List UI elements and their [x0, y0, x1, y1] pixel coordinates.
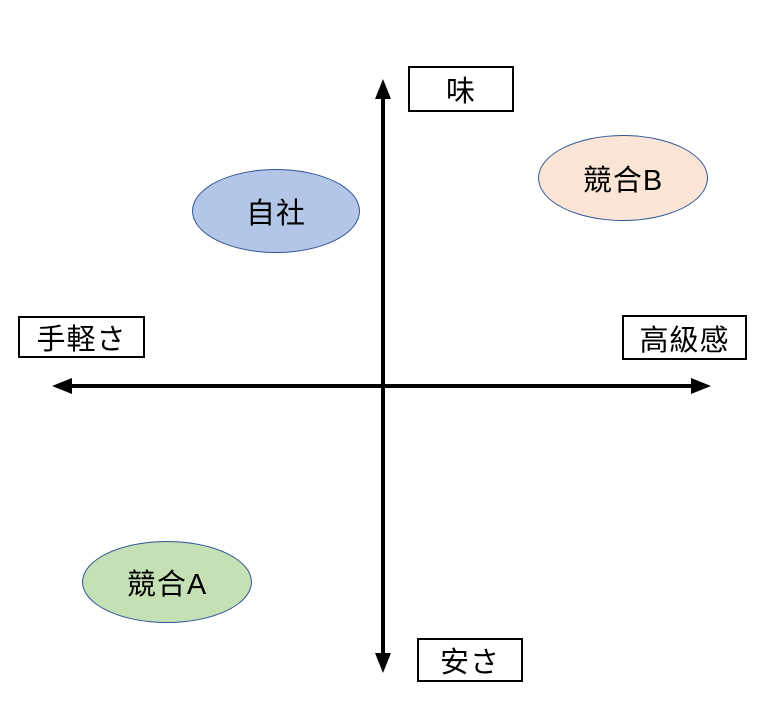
- axis-label-right: 高級感: [622, 315, 747, 360]
- arrowhead-right-icon: [691, 378, 711, 394]
- arrowhead-down-icon: [375, 653, 391, 673]
- axis-label-bottom: 安さ: [417, 638, 523, 682]
- ellipse-own-company: 自社: [192, 169, 360, 253]
- axis-label-left: 手軽さ: [18, 316, 145, 358]
- axis-label-top: 味: [408, 66, 514, 112]
- arrowhead-up-icon: [375, 79, 391, 99]
- ellipse-competitor-a: 競合A: [82, 541, 252, 623]
- arrowhead-left-icon: [52, 378, 72, 394]
- ellipse-competitor-b: 競合B: [538, 135, 708, 221]
